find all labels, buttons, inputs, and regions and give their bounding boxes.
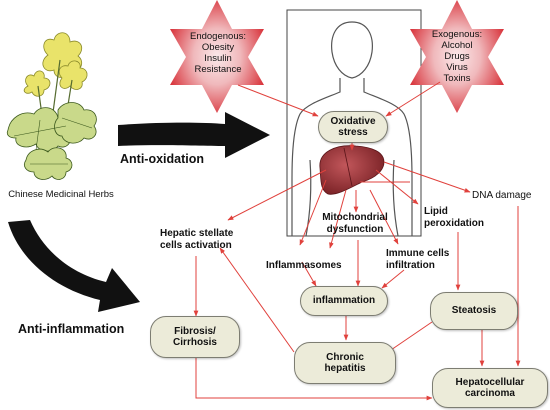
- chronic-hepatitis-node: Chronic hepatitis: [294, 342, 396, 384]
- herbs-label: Chinese Medicinal Herbs: [8, 189, 114, 200]
- mitochondrial-dysfunction-label: Mitochondrial dysfunction: [322, 212, 388, 235]
- human-torso-icon: [291, 21, 413, 237]
- anti-oxidation-label: Anti-oxidation: [120, 152, 205, 166]
- endogenous-factors-text: Endogenous: Obesity Insulin Resistance: [190, 31, 246, 75]
- dna-damage-label: DNA damage: [472, 190, 532, 201]
- steatosis-node: Steatosis: [430, 292, 518, 330]
- hepatic-stellate-label: Hepatic stellate cells activation: [160, 228, 234, 251]
- herb-plant-icon: [6, 32, 97, 180]
- exogenous-star-shape: [410, 0, 504, 113]
- anti-oxidation-arrow: [118, 112, 270, 158]
- anti-inflammation-label: Anti-inflammation: [18, 322, 125, 336]
- endogenous-star-shape: [170, 0, 264, 113]
- hepatocellular-carcinoma-node: Hepatocellular carcinoma: [432, 368, 548, 408]
- inflammasomes-label: Inflammasomes: [266, 260, 342, 271]
- pathway-arrows: [193, 81, 521, 401]
- lipid-peroxidation-label: Lipid peroxidation: [424, 206, 485, 229]
- inflammation-node: inflammation: [300, 286, 388, 316]
- exogenous-factors-text: Exogenous: Alcohol Drugs Virus Toxins: [431, 29, 483, 84]
- immune-cells-label: Immune cells infiltration: [386, 248, 450, 271]
- anti-inflammation-arrow: [8, 220, 140, 312]
- fibrosis-cirrhosis-node: Fibrosis/ Cirrhosis: [150, 316, 240, 358]
- oxidative-stress-node: Oxidative stress: [318, 111, 388, 143]
